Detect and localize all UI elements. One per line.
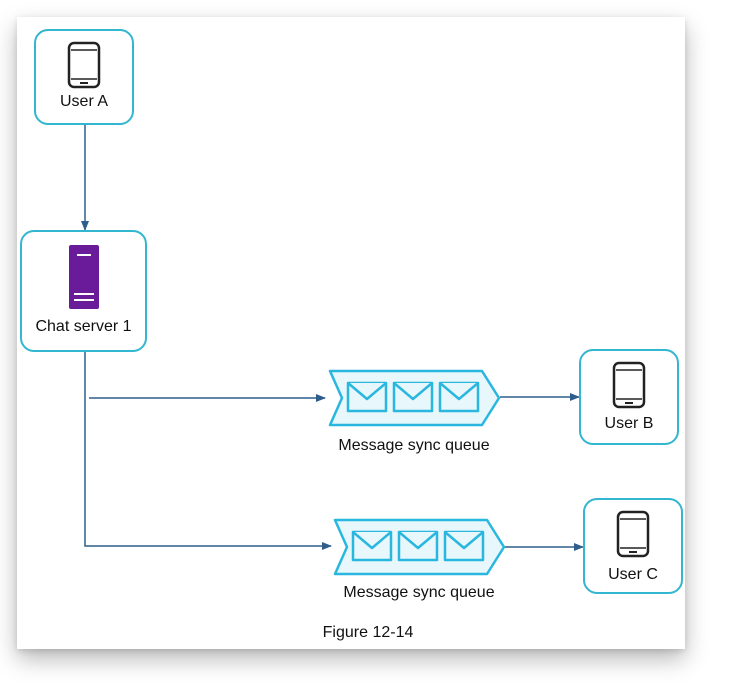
server-icon — [69, 245, 99, 309]
message-queue-icon — [328, 369, 501, 427]
chat-server-label: Chat server 1 — [35, 318, 132, 335]
smartphone-icon — [67, 41, 101, 89]
user-a-label: User A — [59, 93, 108, 110]
queue-2-label: Message sync queue — [343, 584, 495, 601]
user-b-node: User B — [579, 349, 679, 445]
smartphone-icon — [616, 510, 650, 558]
chat-server-node: Chat server 1 — [20, 230, 147, 352]
user-c-node: User C — [583, 498, 683, 594]
figure-caption: Figure 12-14 — [322, 624, 414, 641]
user-c-label: User C — [608, 566, 658, 583]
user-b-label: User B — [604, 415, 654, 432]
message-queue-icon — [333, 518, 506, 576]
queue-1-label: Message sync queue — [338, 437, 490, 454]
smartphone-icon — [612, 361, 646, 409]
edge-chat-server-to-queue-2 — [84, 352, 332, 550]
user-a-node: User A — [34, 29, 134, 125]
